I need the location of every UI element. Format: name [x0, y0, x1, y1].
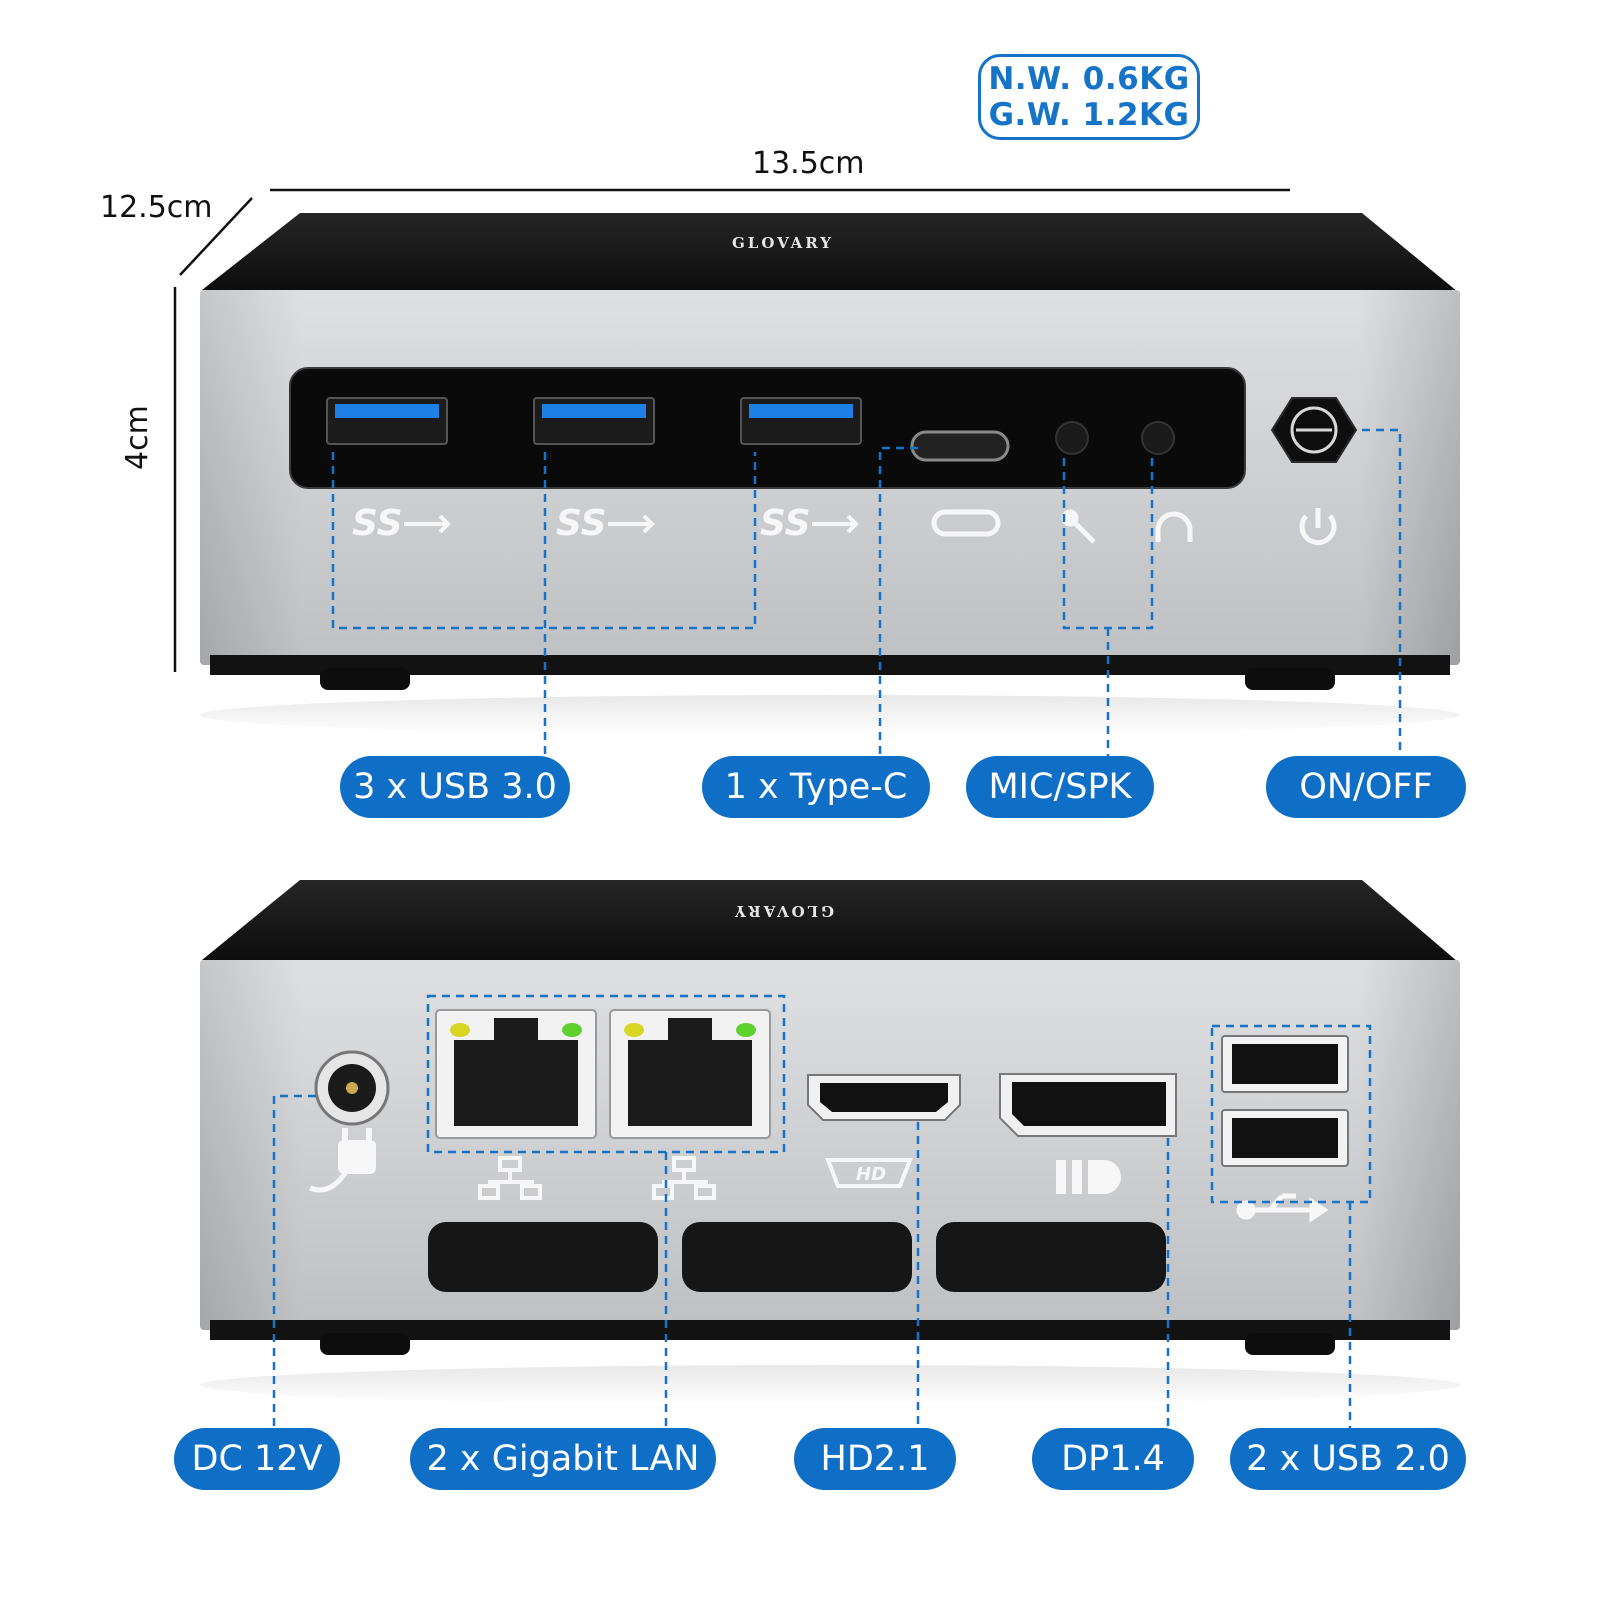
- label-dp: DP1.4: [1032, 1428, 1194, 1490]
- brand-logo-front: GLOVARY: [732, 234, 834, 252]
- label-usb3: 3 x USB 3.0: [340, 756, 570, 818]
- dp-logo: [1056, 1160, 1121, 1194]
- front-leader-lines: [331, 428, 1402, 760]
- headphone-jack: [1141, 421, 1175, 455]
- usb3-port-1: [326, 397, 448, 445]
- ss-mark: SS: [556, 503, 607, 544]
- displayport-port: [999, 1073, 1177, 1137]
- ss-mark: SS: [352, 503, 403, 544]
- lan-icon-2: [652, 1156, 716, 1200]
- lan-icon-1: [478, 1156, 542, 1200]
- label-typec: 1 x Type-C: [702, 756, 930, 818]
- hd-mark: HD: [856, 1164, 886, 1185]
- hdmi-port: [807, 1074, 961, 1121]
- mic-jack: [1055, 421, 1089, 455]
- lan-port-1: [435, 1009, 597, 1139]
- width-dimension: 13.5cm: [752, 146, 865, 181]
- label-lan: 2 x Gigabit LAN: [410, 1428, 716, 1490]
- power-icon: [1299, 508, 1337, 546]
- lan-port-2: [609, 1009, 771, 1139]
- brand-logo-back: GLOVARY: [732, 902, 834, 920]
- ss-logo-2: SS: [556, 503, 655, 544]
- vent-1: [428, 1222, 658, 1292]
- ss-mark: SS: [760, 503, 811, 544]
- label-hd: HD2.1: [794, 1428, 956, 1490]
- label-onoff: ON/OFF: [1266, 756, 1466, 818]
- label-usb2: 2 x USB 2.0: [1230, 1428, 1466, 1490]
- label-dc: DC 12V: [174, 1428, 340, 1490]
- gross-weight: G.W. 1.2KG: [988, 97, 1190, 133]
- dc-jack: [314, 1050, 390, 1126]
- usb3-port-3: [740, 397, 862, 445]
- typec-port: [910, 430, 1010, 462]
- power-button: [1270, 397, 1358, 463]
- usb3-port-2: [533, 397, 655, 445]
- hd-logo: HD: [825, 1158, 913, 1188]
- net-weight: N.W. 0.6KG: [988, 61, 1190, 97]
- front-device: [200, 213, 1460, 735]
- dc-plug-icon: [309, 1128, 376, 1193]
- usb2-port-2: [1221, 1109, 1349, 1167]
- dimension-lines: [173, 188, 1290, 672]
- weight-badge: N.W. 0.6KG G.W. 1.2KG: [978, 54, 1200, 140]
- usb-icon: [1236, 1193, 1329, 1223]
- headphone-icon: [1155, 511, 1193, 542]
- vent-2: [682, 1222, 912, 1292]
- usb2-port-1: [1221, 1035, 1349, 1093]
- ss-logo-1: SS: [352, 503, 451, 544]
- typec-icon: [931, 509, 1001, 537]
- depth-dimension: 12.5cm: [100, 190, 213, 225]
- back-leader-lines: [272, 994, 1372, 1436]
- vent-3: [936, 1222, 1166, 1292]
- label-micspk: MIC/SPK: [966, 756, 1154, 818]
- ss-logo-3: SS: [760, 503, 859, 544]
